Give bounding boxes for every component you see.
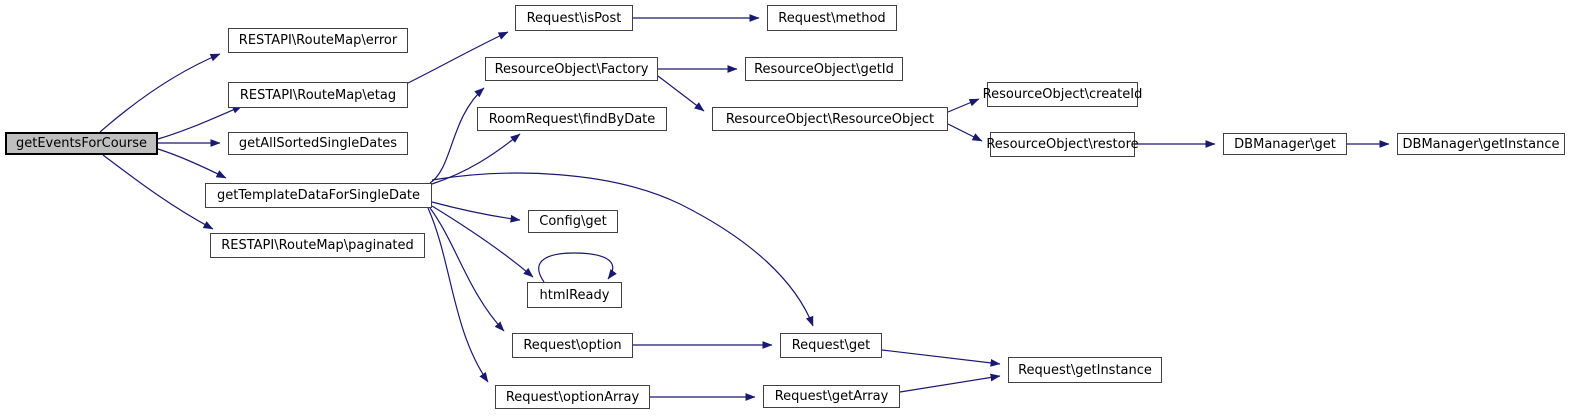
- edge-getEventsForCourse-to-routeMapEtag: [157, 105, 243, 140]
- node-getEventsForCourse[interactable]: getEventsForCourse: [5, 132, 158, 155]
- node-requestMethod[interactable]: Request\method: [767, 5, 897, 31]
- edge-getTemplateDataForSingleDate-to-resourceObjectFactory: [429, 87, 485, 184]
- node-resourceObjectRestore[interactable]: ResourceObject\restore: [986, 132, 1139, 157]
- node-routeMapError[interactable]: RESTAPI\RouteMap\error: [228, 28, 408, 53]
- edge-requestGetArray-to-requestGetInstance: [899, 373, 1001, 393]
- edge-getTemplateDataForSingleDate-to-requestGet: [431, 172, 814, 327]
- edge-htmlReady-to-htmlReady: [538, 252, 617, 283]
- node-routeMapEtag[interactable]: RESTAPI\RouteMap\etag: [228, 82, 408, 108]
- node-getTemplateDataForSingleDate[interactable]: getTemplateDataForSingleDate: [205, 183, 432, 208]
- node-requestGetInstance[interactable]: Request\getInstance: [1008, 357, 1162, 383]
- node-dbManagerGet[interactable]: DBManager\get: [1223, 133, 1347, 155]
- node-requestOptionArray[interactable]: Request\optionArray: [495, 385, 650, 409]
- edge-getTemplateDataForSingleDate-to-roomRequestFindByDate: [431, 133, 521, 185]
- edge-requestGet-to-requestGetInstance: [881, 349, 1001, 367]
- edge-getEventsForCourse-to-getTemplateDataForSingleDate: [157, 148, 227, 179]
- edge-getTemplateDataForSingleDate-to-requestOptionArray: [427, 207, 489, 383]
- edge-routeMapEtag-to-requestIsPost: [407, 31, 509, 84]
- edge-resourceObjectFactory-to-resourceObjectResourceObject: [657, 75, 705, 112]
- node-requestGetArray[interactable]: Request\getArray: [763, 385, 900, 408]
- edge-getTemplateDataForSingleDate-to-htmlReady: [431, 205, 534, 278]
- node-configGet[interactable]: Config\get: [528, 210, 618, 233]
- node-requestIsPost[interactable]: Request\isPost: [515, 5, 633, 31]
- edge-group: [99, 14, 1390, 401]
- edge-getTemplateDataForSingleDate-to-configGet: [431, 201, 521, 223]
- node-roomRequestFindByDate[interactable]: RoomRequest\findByDate: [477, 107, 667, 131]
- node-htmlReady[interactable]: htmlReady: [527, 282, 622, 308]
- node-getAllSortedSingleDates[interactable]: getAllSortedSingleDates: [228, 132, 408, 155]
- node-routeMapPaginated[interactable]: RESTAPI\RouteMap\paginated: [210, 233, 425, 258]
- edge-resourceObjectResourceObject-to-resourceObjectRestore: [947, 123, 983, 142]
- node-requestGet[interactable]: Request\get: [780, 333, 882, 358]
- node-resourceObjectCreateId[interactable]: ResourceObject\createId: [983, 82, 1142, 107]
- edge-getEventsForCourse-to-routeMapError: [99, 53, 221, 133]
- edge-resourceObjectResourceObject-to-resourceObjectCreateId: [947, 98, 980, 113]
- node-dbManagerGetInstance[interactable]: DBManager\getInstance: [1397, 133, 1565, 155]
- node-requestOption[interactable]: Request\option: [512, 333, 633, 358]
- node-resourceObjectResourceObject[interactable]: ResourceObject\ResourceObject: [712, 107, 948, 131]
- node-resourceObjectFactory[interactable]: ResourceObject\Factory: [485, 57, 658, 81]
- edge-getTemplateDataForSingleDate-to-requestOption: [429, 207, 505, 332]
- node-resourceObjectGetId[interactable]: ResourceObject\getId: [745, 57, 903, 81]
- edge-getEventsForCourse-to-routeMapPaginated: [102, 154, 214, 230]
